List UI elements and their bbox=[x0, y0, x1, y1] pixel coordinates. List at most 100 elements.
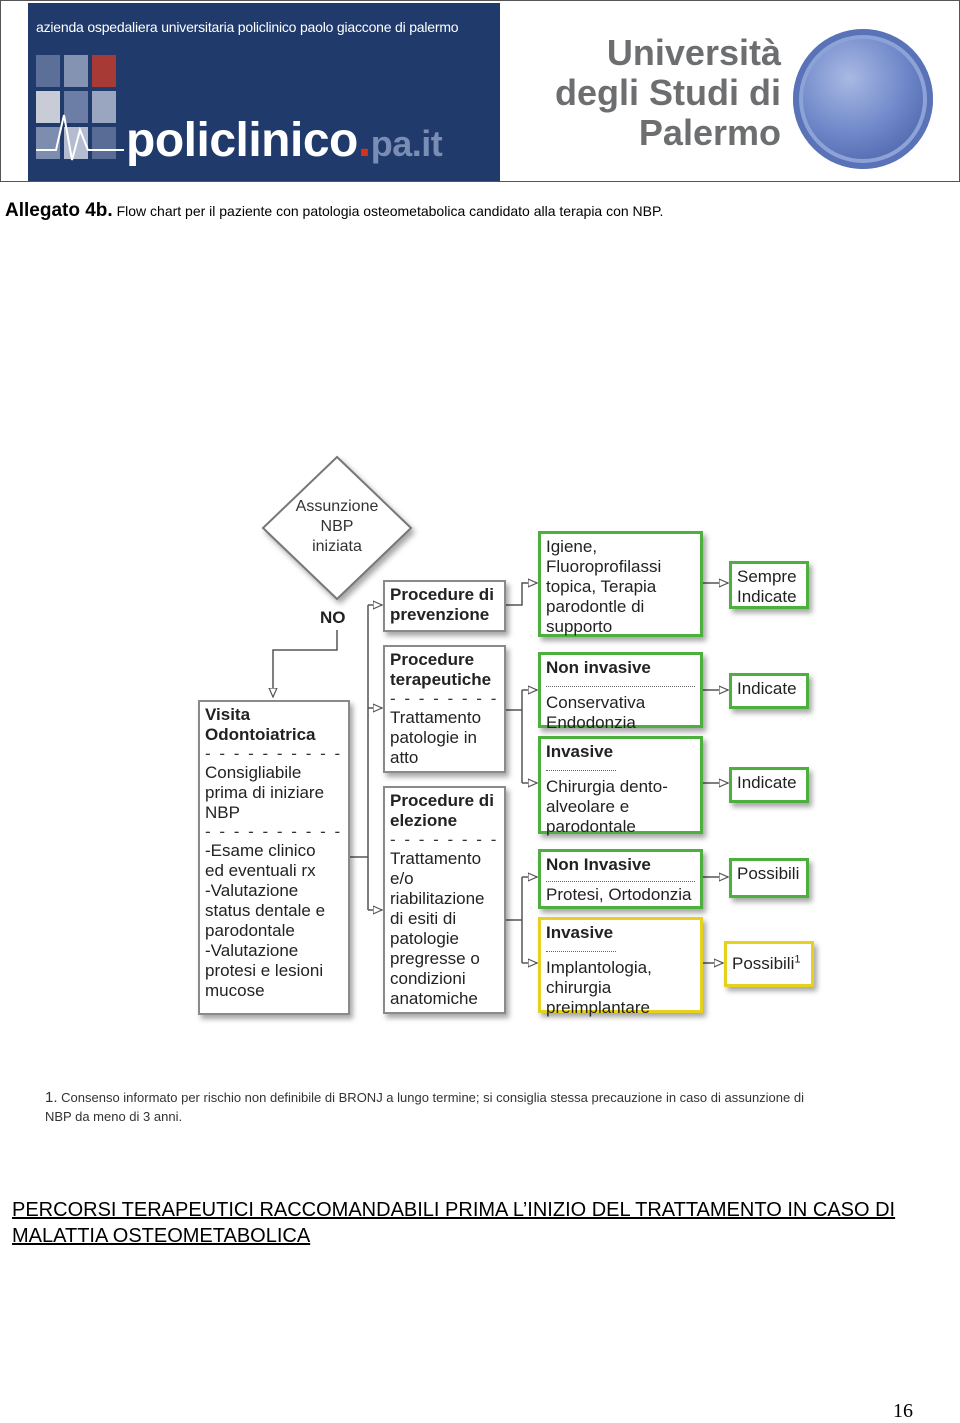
elezione-line-1: Trattamento bbox=[390, 849, 482, 868]
visita-separator-1: - - - - - - - - - - - bbox=[205, 745, 343, 763]
invasive-1-line-3: parodontale bbox=[546, 817, 636, 836]
visita-line-6: -Valutazione bbox=[205, 881, 299, 900]
elezione-line-4: di esiti di bbox=[390, 909, 457, 928]
indicate-1-text: Indicate bbox=[737, 679, 797, 698]
connector-no-to-visita bbox=[273, 630, 338, 697]
university-seal-icon bbox=[793, 29, 933, 169]
igiene-line-3: topica, Terapia bbox=[546, 577, 657, 596]
logo-tiles-graphic bbox=[36, 55, 124, 173]
unipa-line-2: degli Studi di bbox=[555, 72, 781, 113]
possibili-1-footnote-ref: 1 bbox=[794, 953, 801, 966]
elezione-line-3: riabilitazione bbox=[390, 889, 485, 908]
elezione-line-7: condizioni bbox=[390, 969, 466, 988]
invasive-1-line-1: Chirurgia dento- bbox=[546, 777, 668, 796]
non-invasive-2-line-1: Protesi, Ortodonzia bbox=[546, 885, 692, 904]
visita-line-3: NBP bbox=[205, 803, 240, 822]
decision-diamond bbox=[261, 455, 413, 601]
non-invasive-2-box: Non Invasive Protesi, Ortodonzia bbox=[538, 849, 703, 909]
indicate-2-text: Indicate bbox=[737, 773, 797, 792]
visita-line-10: protesi e lesioni bbox=[205, 961, 324, 980]
non-invasive-1-title: Non invasive bbox=[546, 658, 651, 677]
non-invasive-1-line-2: Endodonzia bbox=[546, 713, 636, 732]
heartbeat-icon bbox=[36, 114, 124, 161]
non-invasive-2-title: Non Invasive bbox=[546, 855, 651, 874]
possibili-1-text: Possibili1 bbox=[732, 954, 806, 974]
invasive-1-dots bbox=[546, 764, 616, 771]
visita-line-5: ed eventuali rx bbox=[205, 861, 316, 880]
visita-separator-2: - - - - - - - - - - - bbox=[205, 823, 343, 841]
outcome-sempre-indicate: Sempre Indicate bbox=[729, 561, 809, 609]
policlinico-brand: policlinico.pa.it bbox=[126, 113, 443, 168]
visita-title-1: Visita bbox=[205, 705, 251, 724]
visita-line-1: Consigliabile bbox=[205, 763, 302, 782]
invasive-2-box: Invasive Implantologia, chirurgia preimp… bbox=[538, 917, 703, 1017]
elezione-separator: - - - - - - - - - bbox=[390, 831, 499, 849]
elezione-line-8: anatomiche bbox=[390, 989, 478, 1008]
elezione-line-2: e/o bbox=[390, 869, 414, 888]
elezione-line-6: pregresse o bbox=[390, 949, 480, 968]
footnote: 1. Consenso informato per rischio non de… bbox=[45, 1088, 805, 1126]
outcome-possibili-1: Possibili1 bbox=[724, 941, 814, 987]
unipa-logo: Università degli Studi di Palermo bbox=[501, 3, 959, 181]
invasive-2-line-1: Implantologia, bbox=[546, 958, 652, 977]
igiene-line-5: supporto bbox=[546, 617, 613, 636]
prevenzione-title-1: Procedure di bbox=[390, 585, 494, 604]
azienda-text: azienda ospedaliera universitaria policl… bbox=[36, 19, 459, 35]
caption-text: Flow chart per il paziente con patologia… bbox=[116, 203, 664, 219]
brand-name: policlinico bbox=[126, 114, 358, 167]
decision-text: Assunzione NBP iniziata bbox=[285, 497, 389, 557]
igiene-line-1: Igiene, bbox=[546, 537, 598, 556]
non-invasive-2-dots bbox=[546, 875, 695, 882]
header-banner: azienda ospedaliera universitaria policl… bbox=[0, 0, 960, 182]
invasive-2-line-3: preimplantare bbox=[546, 998, 650, 1017]
footnote-number: 1. bbox=[45, 1089, 58, 1106]
decision-line-3: iniziata bbox=[312, 538, 362, 555]
page-number: 16 bbox=[893, 1400, 913, 1422]
prevenzione-title-2: prevenzione bbox=[390, 605, 490, 624]
terapeutiche-box: Procedure terapeutiche - - - - - - - - -… bbox=[383, 645, 506, 773]
igiene-line-4: parodontle di bbox=[546, 597, 645, 616]
visita-line-11: mucose bbox=[205, 981, 265, 1000]
possibili-1-label: Possibili bbox=[732, 954, 795, 973]
unipa-line-1: Università bbox=[606, 32, 781, 73]
visita-line-2: prima di iniziare bbox=[205, 783, 325, 802]
decision-line-2: NBP bbox=[320, 518, 354, 535]
outcome-indicate-1: Indicate bbox=[729, 673, 809, 709]
brand-dot: . bbox=[357, 114, 371, 167]
invasive-2-dots bbox=[546, 945, 616, 952]
elezione-title-2: elezione bbox=[390, 811, 458, 830]
visita-title-2: Odontoiatrica bbox=[205, 725, 316, 744]
visita-box: Visita Odontoiatrica - - - - - - - - - -… bbox=[198, 700, 350, 1015]
possibili-text: Possibili bbox=[737, 864, 800, 883]
igiene-line-2: Fluoroprofilassi bbox=[546, 557, 662, 576]
terapeutiche-line-2: patologie in bbox=[390, 728, 477, 747]
invasive-1-title: Invasive bbox=[546, 742, 614, 761]
visita-line-9: -Valutazione bbox=[205, 941, 299, 960]
decision-line-1: Assunzione bbox=[295, 498, 379, 515]
outcome-possibili: Possibili bbox=[729, 858, 809, 898]
elezione-title-1: Procedure di bbox=[390, 791, 494, 810]
elezione-box: Procedure di elezione - - - - - - - - - … bbox=[383, 786, 506, 1014]
invasive-2-line-2: chirurgia bbox=[546, 978, 612, 997]
branch-no-label: NO bbox=[320, 608, 346, 627]
footnote-text: Consenso informato per rischio non defin… bbox=[45, 1090, 804, 1124]
non-invasive-1-box: Non invasive Conservativa Endodonzia bbox=[538, 652, 703, 732]
sempre-line-1: Sempre bbox=[737, 567, 797, 586]
outcome-indicate-2: Indicate bbox=[729, 767, 809, 803]
visita-line-8: parodontale bbox=[205, 921, 295, 940]
terapeutiche-line-3: atto bbox=[390, 748, 419, 767]
igiene-box: Igiene, Fluoroprofilassi topica, Terapia… bbox=[538, 531, 703, 637]
non-invasive-1-dots bbox=[546, 680, 695, 687]
policlinico-logo: azienda ospedaliera universitaria policl… bbox=[28, 3, 500, 181]
invasive-2-title: Invasive bbox=[546, 923, 614, 942]
section-heading: PERCORSI TERAPEUTICI RACCOMANDABILI PRIM… bbox=[12, 1199, 896, 1247]
brand-suffix: pa.it bbox=[370, 123, 443, 164]
figure-caption: Allegato 4b. Flow chart per il paziente … bbox=[5, 200, 663, 222]
connector-prevenzione-igiene bbox=[506, 583, 537, 606]
terapeutiche-separator: - - - - - - - - - bbox=[390, 690, 499, 708]
invasive-1-line-2: alveolare e bbox=[546, 797, 630, 816]
terapeutiche-title-2: terapeutiche bbox=[390, 670, 492, 689]
visita-line-4: -Esame clinico bbox=[205, 841, 316, 860]
invasive-1-box: Invasive Chirurgia dento- alveolare e pa… bbox=[538, 736, 703, 836]
